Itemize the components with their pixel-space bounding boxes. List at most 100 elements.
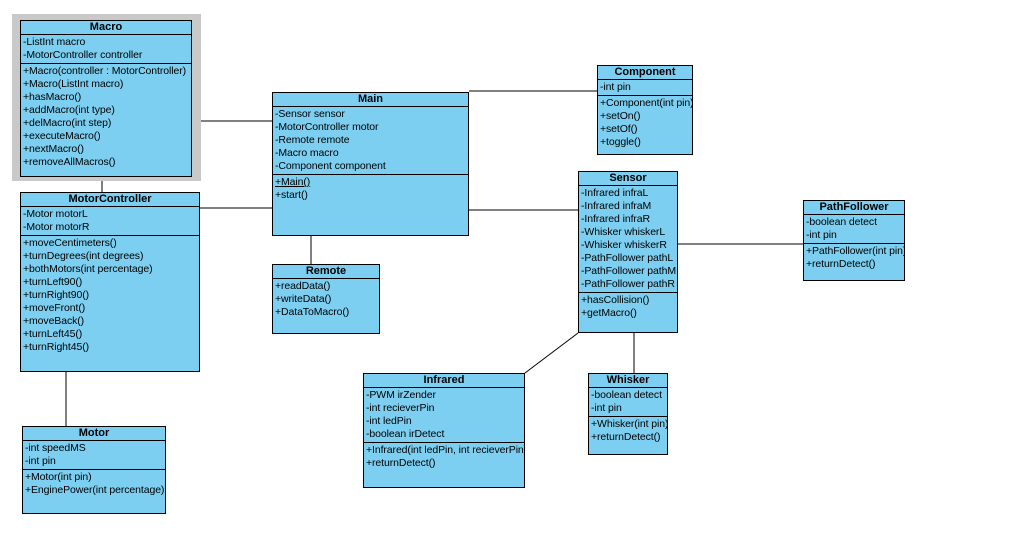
method-row: +Macro(controller : MotorController) bbox=[23, 65, 186, 77]
attributes-compartment: -PWM irZender-int recieverPin-int ledPin… bbox=[364, 388, 524, 443]
attributes-compartment: -ListInt macro-MotorController controlle… bbox=[21, 35, 191, 64]
attribute-row: -MotorController motor bbox=[275, 121, 379, 133]
method-row: +turnLeft45() bbox=[23, 328, 83, 340]
class-title-motorcontroller: MotorController bbox=[21, 193, 199, 207]
class-box-sensor[interactable]: Sensor-Infrared infraL-Infrared infraM-I… bbox=[578, 171, 678, 333]
method-row: +turnRight45() bbox=[23, 341, 90, 353]
attributes-compartment: -int pin bbox=[598, 80, 692, 96]
attribute-row: -PWM irZender bbox=[366, 389, 436, 401]
method-row: +Whisker(int pin) bbox=[591, 418, 668, 430]
method-row: +start() bbox=[275, 189, 308, 201]
class-box-motorcontroller[interactable]: MotorController-Motor motorL-Motor motor… bbox=[20, 192, 200, 372]
method-row: +turnLeft90() bbox=[23, 276, 83, 288]
class-box-infrared[interactable]: Infrared-PWM irZender-int recieverPin-in… bbox=[363, 373, 525, 488]
attribute-row: -Infrared infraL bbox=[581, 187, 649, 199]
attribute-row: -Motor motorL bbox=[23, 208, 88, 220]
method-row: +setOn() bbox=[600, 110, 641, 122]
attributes-compartment: -Motor motorL-Motor motorR bbox=[21, 207, 199, 236]
methods-compartment: +Main()+start() bbox=[273, 175, 468, 203]
method-row: +moveCentimeters() bbox=[23, 237, 117, 249]
method-row: +readData() bbox=[275, 280, 331, 292]
method-row: +hasMacro() bbox=[23, 91, 82, 103]
attributes-compartment: -Sensor sensor-MotorController motor-Rem… bbox=[273, 107, 468, 175]
attribute-row: -Sensor sensor bbox=[275, 108, 345, 120]
class-box-component[interactable]: Component-int pin+Component(int pin)+set… bbox=[597, 65, 693, 155]
method-row: +Macro(ListInt macro) bbox=[23, 78, 124, 90]
methods-compartment: +Whisker(int pin)+returnDetect() bbox=[589, 417, 667, 445]
method-row: +EnginePower(int percentage) bbox=[25, 484, 165, 496]
attribute-row: -Whisker whiskerL bbox=[581, 226, 666, 238]
attributes-compartment: -Infrared infraL-Infrared infraM-Infrare… bbox=[579, 186, 677, 293]
class-title-infrared: Infrared bbox=[364, 374, 524, 388]
class-box-pathfollower[interactable]: PathFollower-boolean detect-int pin+Path… bbox=[803, 200, 905, 281]
method-row: +writeData() bbox=[275, 293, 332, 305]
attribute-row: -ListInt macro bbox=[23, 36, 86, 48]
method-row: +Infrared(int ledPin, int recieverPin) bbox=[366, 444, 525, 456]
method-row: +getMacro() bbox=[581, 307, 637, 319]
attribute-row: -Component component bbox=[275, 160, 386, 172]
method-row: +addMacro(int type) bbox=[23, 104, 115, 116]
method-row: +returnDetect() bbox=[591, 431, 661, 443]
attribute-row: -PathFollower pathR bbox=[581, 278, 675, 290]
attribute-row: -int ledPin bbox=[366, 415, 412, 427]
class-title-main: Main bbox=[273, 93, 468, 107]
class-title-whisker: Whisker bbox=[589, 374, 667, 388]
methods-compartment: +Component(int pin)+setOn()+setOf()+togg… bbox=[598, 96, 692, 150]
method-row: +returnDetect() bbox=[806, 258, 876, 270]
attribute-row: -Macro macro bbox=[275, 147, 339, 159]
method-row: +PathFollower(int pin) bbox=[806, 245, 905, 257]
attribute-row: -boolean irDetect bbox=[366, 428, 445, 440]
attribute-row: -boolean detect bbox=[806, 216, 877, 228]
class-title-sensor: Sensor bbox=[579, 172, 677, 186]
attribute-row: -Whisker whiskerR bbox=[581, 239, 667, 251]
class-box-macro[interactable]: Macro-ListInt macro-MotorController cont… bbox=[20, 20, 192, 177]
class-title-macro: Macro bbox=[21, 21, 191, 35]
attribute-row: -PathFollower pathL bbox=[581, 252, 674, 264]
method-row: +bothMotors(int percentage) bbox=[23, 263, 153, 275]
attribute-row: -int pin bbox=[25, 455, 56, 467]
attribute-row: -Motor motorR bbox=[23, 221, 90, 233]
attribute-row: -Infrared infraM bbox=[581, 200, 652, 212]
attributes-compartment: -int speedMS-int pin bbox=[23, 441, 165, 470]
method-row: +toggle() bbox=[600, 136, 641, 148]
class-title-pathfollower: PathFollower bbox=[804, 201, 904, 215]
class-title-component: Component bbox=[598, 66, 692, 80]
attributes-compartment: -boolean detect-int pin bbox=[589, 388, 667, 417]
method-row: +executeMacro() bbox=[23, 130, 101, 142]
class-box-motor[interactable]: Motor-int speedMS-int pin+Motor(int pin)… bbox=[22, 426, 166, 514]
method-row: +turnRight90() bbox=[23, 289, 90, 301]
connector-sensor-infrared[interactable] bbox=[524, 332, 579, 374]
methods-compartment: +Motor(int pin)+EnginePower(int percenta… bbox=[23, 470, 165, 498]
methods-compartment: +hasCollision()+getMacro() bbox=[579, 293, 677, 321]
methods-compartment: +Infrared(int ledPin, int recieverPin)+r… bbox=[364, 443, 524, 471]
method-row: +moveFront() bbox=[23, 302, 86, 314]
attributes-compartment: -boolean detect-int pin bbox=[804, 215, 904, 244]
method-row: +Motor(int pin) bbox=[25, 471, 92, 483]
method-row: +DataToMacro() bbox=[275, 306, 350, 318]
method-row: +removeAllMacros() bbox=[23, 156, 116, 168]
method-row: +Main() bbox=[275, 176, 311, 188]
methods-compartment: +moveCentimeters()+turnDegrees(int degre… bbox=[21, 236, 199, 355]
method-row: +nextMacro() bbox=[23, 143, 84, 155]
methods-compartment: +PathFollower(int pin)+returnDetect() bbox=[804, 244, 904, 272]
class-box-whisker[interactable]: Whisker-boolean detect-int pin+Whisker(i… bbox=[588, 373, 668, 455]
method-row: +setOf() bbox=[600, 123, 638, 135]
attribute-row: -int pin bbox=[600, 81, 631, 93]
method-row: +hasCollision() bbox=[581, 294, 650, 306]
method-row: +turnDegrees(int degrees) bbox=[23, 250, 144, 262]
class-box-remote[interactable]: Remote+readData()+writeData()+DataToMacr… bbox=[272, 264, 380, 334]
method-row: +delMacro(int step) bbox=[23, 117, 112, 129]
attribute-row: -int pin bbox=[806, 229, 837, 241]
attribute-row: -PathFollower pathM bbox=[581, 265, 676, 277]
attribute-row: -Infrared infraR bbox=[581, 213, 651, 225]
attribute-row: -Remote remote bbox=[275, 134, 350, 146]
class-title-motor: Motor bbox=[23, 427, 165, 441]
method-row: +returnDetect() bbox=[366, 457, 436, 469]
class-box-main[interactable]: Main-Sensor sensor-MotorController motor… bbox=[272, 92, 469, 236]
methods-compartment: +readData()+writeData()+DataToMacro() bbox=[273, 279, 379, 320]
method-row: +Component(int pin) bbox=[600, 97, 693, 109]
attribute-row: -int pin bbox=[591, 402, 622, 414]
class-title-remote: Remote bbox=[273, 265, 379, 279]
